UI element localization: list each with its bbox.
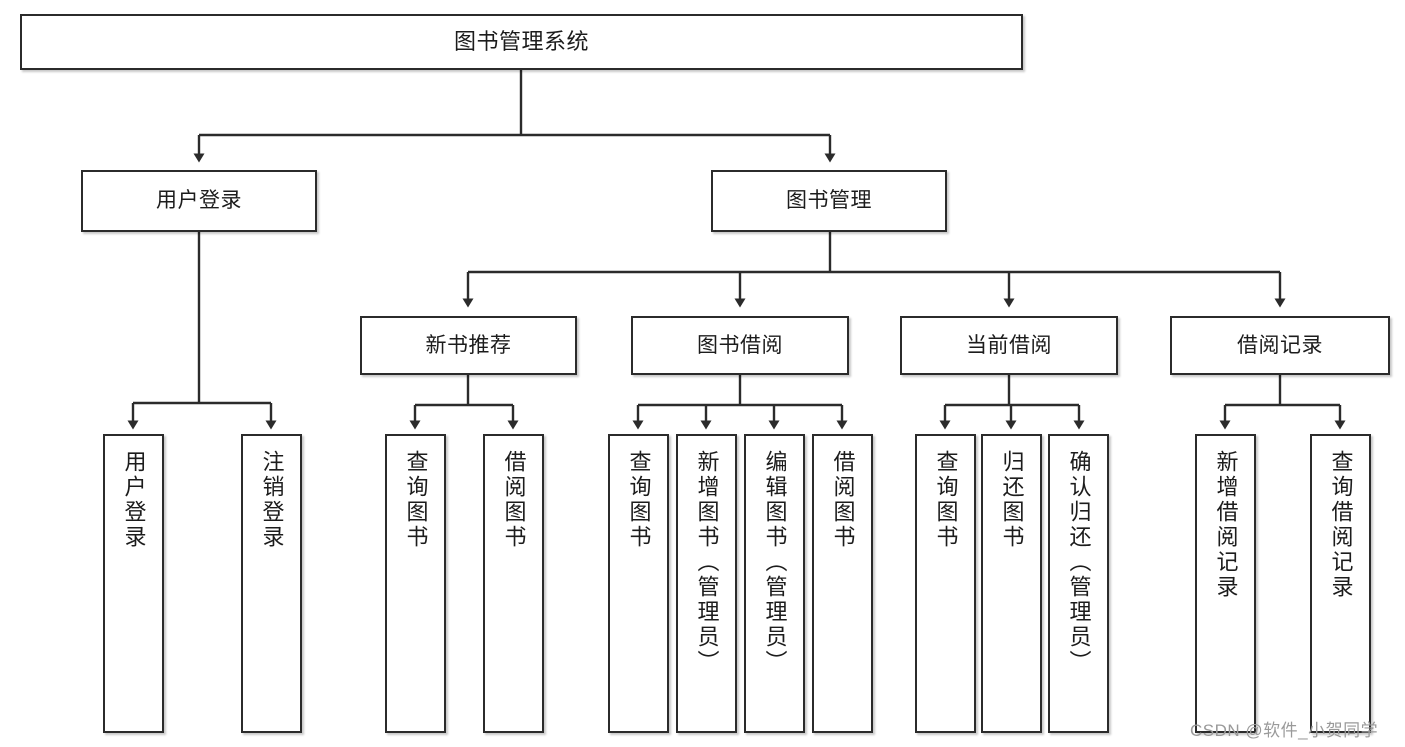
leaf-return-book[interactable]: 归还图书: [981, 434, 1042, 733]
leaf-query-book-recommend[interactable]: 查询图书: [385, 434, 446, 733]
leaf-borrow-book[interactable]: 借阅图书: [812, 434, 873, 733]
node-label: 归还图书: [999, 450, 1025, 550]
node-label: 查询图书: [626, 450, 652, 550]
node-label: 查询图书: [403, 450, 429, 550]
leaf-confirm-return-admin[interactable]: 确认归还（管理员）: [1048, 434, 1109, 733]
leaf-logout[interactable]: 注销登录: [241, 434, 302, 733]
node-label: 图书管理: [786, 189, 872, 213]
node-root-system[interactable]: 图书管理系统: [20, 14, 1023, 70]
node-label: 借阅记录: [1237, 333, 1323, 357]
node-book-borrow[interactable]: 图书借阅: [631, 316, 849, 375]
node-label: 查询图书: [933, 450, 959, 550]
leaf-add-borrow-record[interactable]: 新增借阅记录: [1195, 434, 1256, 733]
node-label: 借阅图书: [501, 450, 527, 550]
node-label: 图书管理系统: [453, 28, 589, 54]
node-borrow-records[interactable]: 借阅记录: [1170, 316, 1390, 375]
node-label: 借阅图书: [830, 450, 856, 550]
node-label: 确认归还（管理员）: [1066, 450, 1092, 675]
node-label: 编辑图书（管理员）: [762, 450, 788, 675]
leaf-user-login[interactable]: 用户登录: [103, 434, 164, 733]
node-book-management[interactable]: 图书管理: [711, 170, 947, 232]
leaf-query-book-current[interactable]: 查询图书: [915, 434, 976, 733]
leaf-edit-book-admin[interactable]: 编辑图书（管理员）: [744, 434, 805, 733]
leaf-query-borrow-record[interactable]: 查询借阅记录: [1310, 434, 1371, 733]
leaf-borrow-book-recommend[interactable]: 借阅图书: [483, 434, 544, 733]
node-label: 用户登录: [121, 450, 147, 550]
node-label: 当前借阅: [966, 333, 1052, 357]
node-current-borrow[interactable]: 当前借阅: [900, 316, 1118, 375]
node-label: 新增借阅记录: [1213, 450, 1239, 600]
node-label: 图书借阅: [697, 333, 783, 357]
node-label: 查询借阅记录: [1328, 450, 1354, 600]
leaf-query-book-borrow[interactable]: 查询图书: [608, 434, 669, 733]
csdn-watermark: CSDN @软件_小贺同学: [1190, 721, 1379, 740]
node-user-login[interactable]: 用户登录: [81, 170, 317, 232]
leaf-add-book-admin[interactable]: 新增图书（管理员）: [676, 434, 737, 733]
node-label: 注销登录: [259, 450, 285, 550]
node-label: 用户登录: [156, 189, 242, 213]
node-label: 新增图书（管理员）: [694, 450, 720, 675]
node-label: 新书推荐: [425, 333, 512, 357]
node-new-book-recommend[interactable]: 新书推荐: [360, 316, 577, 375]
